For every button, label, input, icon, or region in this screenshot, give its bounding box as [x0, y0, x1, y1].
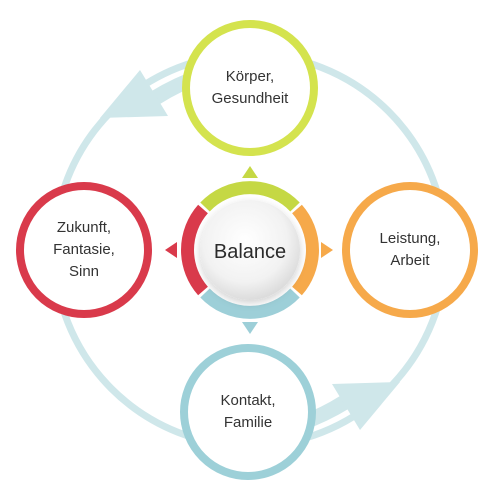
inner-arc-right	[291, 204, 319, 296]
node-circle-top	[182, 20, 318, 156]
cycle-arrowhead-lower-right	[332, 382, 400, 430]
pointer-right-icon	[321, 242, 333, 258]
node-label-right: Leistung, Arbeit	[379, 230, 441, 269]
cycle-arrowhead-upper-left	[100, 70, 168, 118]
node-circle-right	[342, 182, 478, 318]
node-label-bottom: Kontakt, Familie	[220, 392, 276, 431]
node-circle-left	[16, 182, 152, 318]
center-label: Balance	[213, 241, 287, 263]
inner-arc-top	[200, 181, 300, 212]
inner-arc-bottom	[200, 288, 300, 319]
node-label-left: Zukunft, Fantasie, Sinn	[53, 219, 115, 280]
node-circle-bottom	[180, 344, 316, 480]
inner-arc-left	[181, 204, 209, 296]
pointer-up-icon	[242, 166, 258, 178]
center-disc	[200, 200, 300, 300]
pointer-left-icon	[165, 242, 177, 258]
pointer-down-icon	[242, 322, 258, 334]
node-label-top: Körper, Gesundheit	[211, 68, 289, 107]
